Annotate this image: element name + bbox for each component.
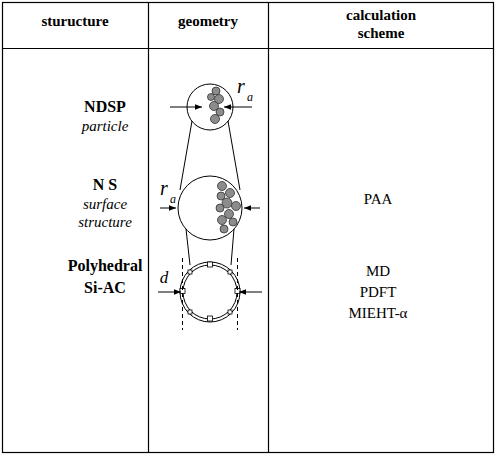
structure-kind: particle [65,117,145,135]
method-name: MIEHT-α [328,304,428,322]
dimension-line [237,258,238,330]
diameter-symbol: d [157,268,171,288]
polyhedral-shell [183,265,237,319]
polyhedral-shell [180,262,240,322]
structure-name: N S [65,175,145,194]
atom-sites [180,262,240,321]
table-border [3,3,494,453]
zoom-line [228,121,240,190]
atom-dots [216,182,241,234]
radius-arrow [160,208,176,209]
column-header: calculation scheme [321,6,441,42]
dimension-line [182,258,183,330]
radius-symbol: r [234,74,248,98]
zoom-line [180,121,192,190]
surface-circle [178,176,242,240]
radius-arrow [224,107,252,108]
radius-subscript: a [245,90,255,104]
method-name: MD [338,262,418,280]
diameter-arrow [158,292,181,293]
column-rule [268,3,269,453]
header-rule [3,48,494,49]
column-rule [148,3,149,453]
column-header: geometry [153,12,263,30]
column-header: sturucture [5,12,145,30]
atom-dots [208,87,225,124]
method-name: PAA [338,190,418,208]
diameter-arrow [239,292,262,293]
structure-name: Polyhedral [55,256,155,275]
radius-symbol: r [157,176,171,200]
structure-name: Si-AC [65,278,145,297]
zoom-line [231,229,234,265]
radius-arrow [170,107,202,108]
radius-arrow [244,208,260,209]
structure-kind: surface structure [65,195,145,231]
zoom-line [186,229,190,265]
radius-subscript: a [168,192,178,206]
structure-name: NDSP [65,97,145,116]
method-name: PDFT [338,283,418,301]
